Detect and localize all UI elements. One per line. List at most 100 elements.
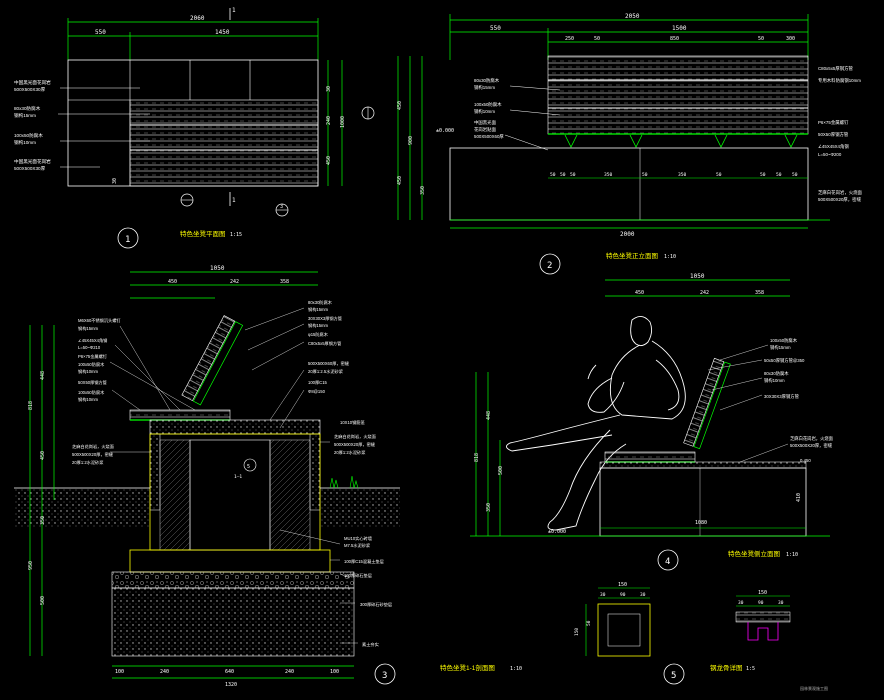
side-dim-h0: 448: [486, 411, 492, 420]
sec-dim-top: 1050: [210, 265, 225, 272]
elev-dim-c3: 850: [670, 36, 679, 42]
side-label-6: 芝麻白花岗岩，火烧面: [790, 435, 834, 442]
view-5-number: 5: [671, 671, 676, 681]
sec-label-right-5: C80x5x5厚钢方管: [308, 340, 341, 347]
elev-label-right-1: 专用木料防腐钢10mm: [818, 77, 861, 84]
elev-base: [449, 147, 809, 221]
sec-label-left-2: ∠45X45X4角钢: [78, 337, 107, 344]
elev-dim-d6: 50: [716, 172, 722, 178]
sec-dim-left-5: 500: [40, 596, 46, 605]
plan-dim-r3: 1000: [340, 116, 346, 128]
det-dim-e: 150: [758, 590, 767, 596]
elev-dim-h4: 350: [420, 186, 426, 195]
sec-cap-stone: [149, 419, 321, 435]
sec-label-right-13: 20厚1:2水泥砂浆: [334, 449, 366, 456]
view-1-title: 特色坐凳平面图: [180, 229, 226, 238]
view-2-title: 特色坐凳正立面图: [606, 251, 658, 260]
side-elevation-view: 1050 450 242 358 ±0.000 1080: [470, 273, 834, 571]
det-dim-b: 30: [600, 592, 606, 598]
sec-mark: 1—1: [234, 474, 242, 480]
sec-dim-bot-1: 240: [160, 669, 169, 675]
view-2-number: 2: [547, 261, 552, 271]
sec-label-left-7: 50X50厚钢方管: [78, 379, 107, 386]
sec-label-left-0: M6X60不锈钢沉头螺钉: [78, 317, 121, 324]
plan-dim-r2: 240: [326, 116, 332, 125]
view-2-scale: 1:10: [664, 254, 676, 260]
plan-label-2: 80x30防腐木: [14, 105, 41, 112]
sec-dim-bot-0: 100: [115, 669, 124, 675]
side-dim-top: 1050: [690, 273, 705, 280]
elev-label-right-3: 50X50厚钢方管: [818, 131, 849, 138]
sec-ref5: 5: [247, 464, 250, 470]
elev-dim-c4: 50: [758, 36, 764, 42]
elev-dim-d5: 350: [678, 172, 687, 178]
sec-label-right-0: 80x30防腐木: [308, 299, 333, 306]
elev-label-right-4: ∠45X45X4角钢: [818, 143, 849, 150]
sec-label-left-3: L=50~Φ210: [78, 345, 101, 350]
view-1-scale: 1:15: [230, 232, 242, 238]
elev-dim-d0: 50: [550, 172, 556, 178]
elev-label-right-6: 芝麻白花岗岩，火烧面: [818, 189, 863, 196]
view-4-number: 4: [665, 557, 670, 567]
view-1-number-circle: [117, 227, 139, 249]
elev-dim-d8: 50: [776, 172, 782, 178]
plan-label-6: 中国黑光面花岗岩: [14, 158, 51, 165]
plan-label-0: 中国黑光面花岗岩: [14, 79, 51, 86]
sec-dim-c: 358: [280, 279, 289, 285]
elev-dim-a: 550: [490, 25, 501, 32]
side-label-1: 钢构15mm: [770, 344, 791, 351]
elev-label-level: ±0.000: [436, 128, 454, 134]
sec-dim-total: 1320: [225, 682, 237, 688]
elev-dim-d7: 50: [760, 172, 766, 178]
plan-dim-r1: 30: [326, 86, 332, 92]
view-3-number-circle: [374, 663, 396, 685]
elev-backrest: [547, 55, 809, 135]
sec-label-right-4: φ15防腐木: [308, 331, 329, 338]
sec-sand-layer: [111, 587, 355, 657]
det-dim-a: 150: [618, 582, 627, 588]
elev-dim-d9: 50: [792, 172, 798, 178]
sec-dim-bot-4: 100: [330, 669, 339, 675]
sec-label-left-4: P6×75金属螺钉: [78, 353, 108, 360]
side-label-8: 0.450: [800, 458, 811, 463]
sec-dim-left-1: 818: [28, 401, 34, 410]
side-dim-h1: 818: [474, 453, 480, 462]
view-3-number: 3: [382, 671, 387, 681]
side-dim-h4: 410: [796, 493, 802, 502]
det-dim-f: 30: [738, 600, 744, 606]
det-dim-h1: 50: [586, 620, 592, 626]
view-4-scale: 1:10: [786, 552, 798, 558]
elev-label-right-5: L=50~Φ200: [818, 152, 842, 157]
sec-dim-bot-2: 640: [225, 669, 234, 675]
side-label-7: 500X500X20厚，密缝: [790, 442, 833, 449]
side-dim-h3: 350: [486, 503, 492, 512]
sec-dim-a: 450: [168, 279, 177, 285]
elev-label-left-4: 中国黑光面: [474, 119, 497, 126]
side-label-0: 100x50防腐木: [770, 337, 798, 344]
human-figure: [506, 316, 686, 531]
elev-label-right-7: 500X500X20厚，密缝: [818, 196, 862, 203]
sec-footing: [129, 549, 331, 573]
sec-label-right-18: 300厚碎石砂垫层: [360, 601, 392, 608]
side-seat: [604, 451, 696, 463]
sec-gravel-layer: [111, 571, 355, 589]
plan-wood-slats: [129, 99, 319, 187]
sec-dim-left-4: 950: [28, 561, 34, 570]
view-4-number-circle: [657, 549, 679, 571]
det-wood-plank: [735, 611, 791, 623]
sec-backrest: [181, 315, 244, 406]
front-elevation-view: 2050 550 1500 250 50 850 50 300 50 50 50…: [397, 13, 863, 275]
view-3-title: 特色坐凳1-1剖面图: [440, 663, 495, 672]
sec-dim-left-2: 450: [40, 451, 46, 460]
det-dim-d: 30: [640, 592, 646, 598]
side-level-0: ±0.000: [548, 529, 566, 535]
footer-note: 园林景观施工图: [800, 685, 828, 691]
elev-dim-d3: 350: [604, 172, 613, 178]
sec-label-left-8: 100x50防腐木: [78, 389, 105, 396]
plan-label-7: 500X500X30厚: [14, 166, 46, 172]
sec-dim-bot-3: 240: [285, 669, 294, 675]
plan-dim-total: 2060: [190, 15, 205, 22]
sec-seat-slats: [129, 409, 231, 421]
elev-dim-b: 1500: [672, 25, 687, 32]
